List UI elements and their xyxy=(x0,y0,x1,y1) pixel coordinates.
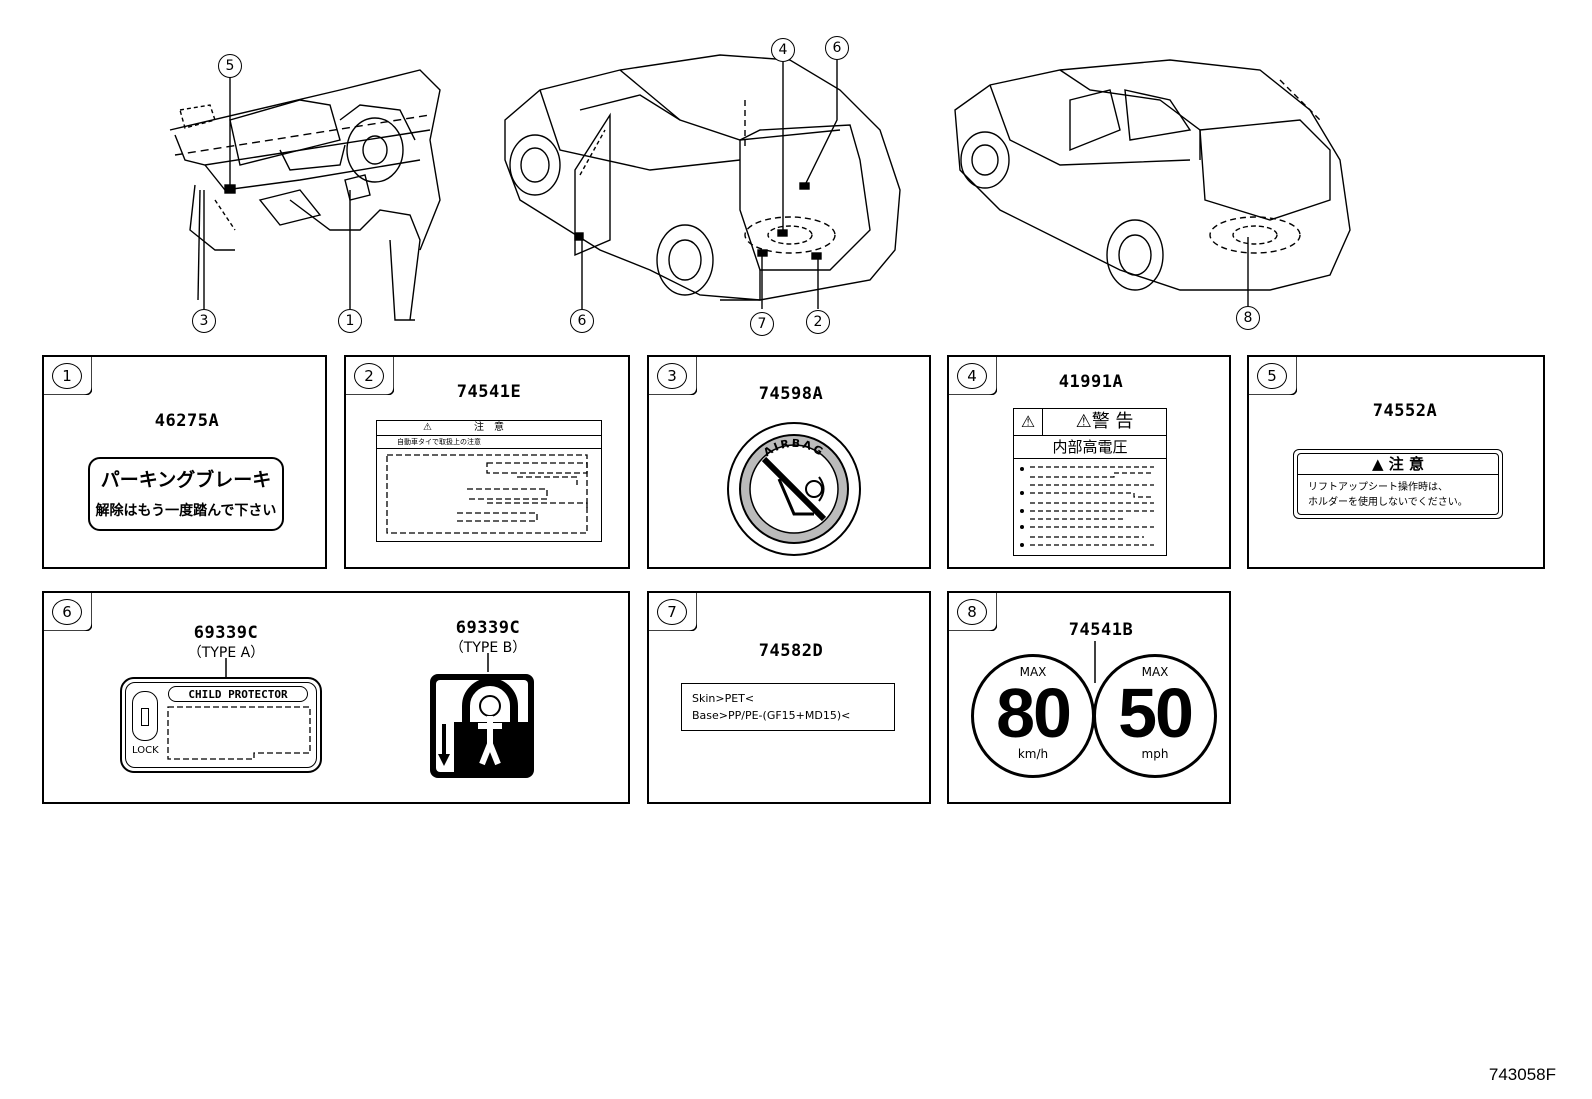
panel-4: 4 41991A ⚠ ⚠警 告 内部高電圧 xyxy=(947,355,1231,569)
panel-number: 3 xyxy=(657,363,687,389)
panel-5: 5 74552A ▲ 注 意 リフトアップシート操作時は、 ホルダーを使用しない… xyxy=(1247,355,1545,569)
caution-body-lines xyxy=(386,454,588,534)
label-line-2: 解除はもう一度踏んで下さい xyxy=(95,503,277,519)
material-label: Skin>PET< Base>PP/PE-(GF15+MD15)< xyxy=(681,683,895,731)
caution-header: ⚠ 注 意 xyxy=(377,421,601,436)
panel-1: 1 46275A パーキングブレーキ 解除はもう一度踏んで下さい xyxy=(42,355,327,569)
callout-6: 6 xyxy=(570,309,594,333)
speed-unit: mph xyxy=(1141,747,1169,761)
speed-limit-mph: MAX 50 mph xyxy=(1093,654,1217,778)
callout-6: 6 xyxy=(825,36,849,60)
panel-3: 3 74598A AIRBAG xyxy=(647,355,931,569)
type-b-label: （TYPE B） xyxy=(449,640,527,656)
lift-up-seat-caution-label: ▲ 注 意 リフトアップシート操作時は、 ホルダーを使用しないでください。 xyxy=(1293,449,1503,519)
lock-switch-icon xyxy=(132,691,158,741)
panel-6: 6 69339C （TYPE A） CHILD PROTECTOR LOCK 6… xyxy=(42,591,630,804)
callout-8: 8 xyxy=(1236,306,1260,330)
part-code: 41991A xyxy=(1058,372,1124,392)
part-code: 74582D xyxy=(758,641,824,661)
caution-text: 注 意 xyxy=(1388,455,1424,473)
interior-illustration xyxy=(169,69,441,321)
parking-brake-label: パーキングブレーキ 解除はもう一度踏んで下さい xyxy=(88,457,284,531)
panel-7: 7 74582D Skin>PET< Base>PP/PE-(GF15+MD15… xyxy=(647,591,931,804)
speed-unit: km/h xyxy=(1017,747,1049,761)
vehicle-illustrations xyxy=(169,54,1351,321)
part-code: 74541E xyxy=(456,382,522,402)
panel-2: 2 74541E ⚠ 注 意 自動車タイで取扱上の注意 xyxy=(344,355,630,569)
tire-caution-label: ⚠ 注 意 自動車タイで取扱上の注意 xyxy=(376,420,602,542)
callout-7: 7 xyxy=(750,312,774,336)
warning-text: 警 告 xyxy=(1091,411,1134,432)
panel-number: 8 xyxy=(957,599,987,625)
callout-4: 4 xyxy=(771,38,795,62)
child-protector-label: CHILD PROTECTOR LOCK xyxy=(120,677,322,773)
rear-open-illustration xyxy=(504,54,901,301)
child-lock-pictogram xyxy=(430,674,534,778)
part-code: 74541B xyxy=(1068,620,1134,640)
caution-header: ▲ 注 意 xyxy=(1298,454,1498,475)
max-text: MAX xyxy=(1141,665,1169,679)
speed-value: 50 xyxy=(1118,674,1194,752)
caution-line-1: リフトアップシート操作時は、 xyxy=(1308,482,1448,493)
child-protector-title: CHILD PROTECTOR xyxy=(168,686,308,702)
warning-triangle-icon: ⚠ xyxy=(1075,411,1092,432)
high-voltage-warning-label: ⚠ ⚠警 告 内部高電圧 xyxy=(1013,408,1167,556)
caution-subheader: 自動車タイで取扱上の注意 xyxy=(377,436,601,449)
speed-limit-kmh: MAX 80 km/h xyxy=(971,654,1095,778)
part-code-type-b: 69339C xyxy=(455,618,521,638)
panel-number: 2 xyxy=(354,363,384,389)
warning-triangle-icon: ⚠ xyxy=(423,422,432,433)
panel-number: 1 xyxy=(52,363,82,389)
panel-number: 7 xyxy=(657,599,687,625)
max-text: MAX xyxy=(1019,665,1047,679)
warning-body-lines xyxy=(1020,466,1154,547)
lock-text: LOCK xyxy=(132,745,159,756)
illustration-reference-number: 743058F xyxy=(1488,1065,1556,1084)
high-voltage-icon: ⚠ xyxy=(1014,409,1043,435)
label-line-1: パーキングブレーキ xyxy=(100,469,272,491)
part-code: 74552A xyxy=(1372,401,1438,421)
panel-number: 5 xyxy=(1257,363,1287,389)
material-skin: Skin>PET< xyxy=(692,692,755,705)
part-code-type-a: 69339C xyxy=(193,623,259,643)
part-code: 74598A xyxy=(758,384,824,404)
panel-8: 8 74541B MAX 80 km/h MAX 50 mph xyxy=(947,591,1231,804)
material-base: Base>PP/PE-(GF15+MD15)< xyxy=(692,709,851,722)
callout-1: 1 xyxy=(338,309,362,333)
warning-triangle-icon: ▲ xyxy=(1371,455,1384,473)
airbag-warning-label: AIRBAG xyxy=(727,422,861,556)
type-a-label: （TYPE A） xyxy=(187,645,265,661)
callout-2: 2 xyxy=(806,310,830,334)
warning-subheader: 内部高電圧 xyxy=(1014,436,1166,459)
callout-5: 5 xyxy=(218,54,242,78)
panel-number: 4 xyxy=(957,363,987,389)
callout-3: 3 xyxy=(192,309,216,333)
panel-number: 6 xyxy=(52,599,82,625)
warning-header: ⚠ ⚠警 告 xyxy=(1014,409,1166,436)
caution-line-2: ホルダーを使用しないでください。 xyxy=(1308,497,1468,508)
caution-text: 注 意 xyxy=(474,422,504,433)
rear-closed-illustration xyxy=(954,59,1351,291)
child-protector-body-lines xyxy=(167,706,311,760)
speed-value: 80 xyxy=(996,674,1072,752)
part-code: 46275A xyxy=(154,411,220,431)
